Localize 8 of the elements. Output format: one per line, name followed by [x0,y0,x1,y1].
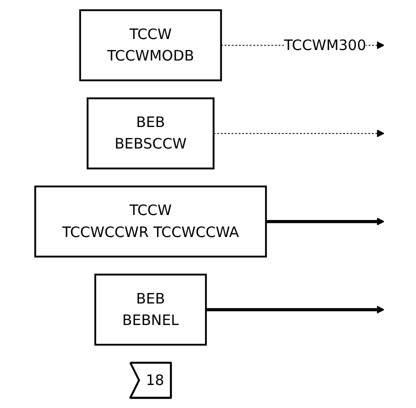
node-box: BEB BEBNEL [94,274,207,346]
arrow [266,218,385,226]
node-box: BEB BEBSCCW [86,97,215,170]
arrow [213,129,385,138]
node-box: TCCW TCCWMODB [79,9,222,82]
node-box: TCCW TCCWCCWR TCCWCCWA [34,186,268,258]
arrow [206,306,385,314]
edge-label: TCCWM300 [284,36,366,54]
